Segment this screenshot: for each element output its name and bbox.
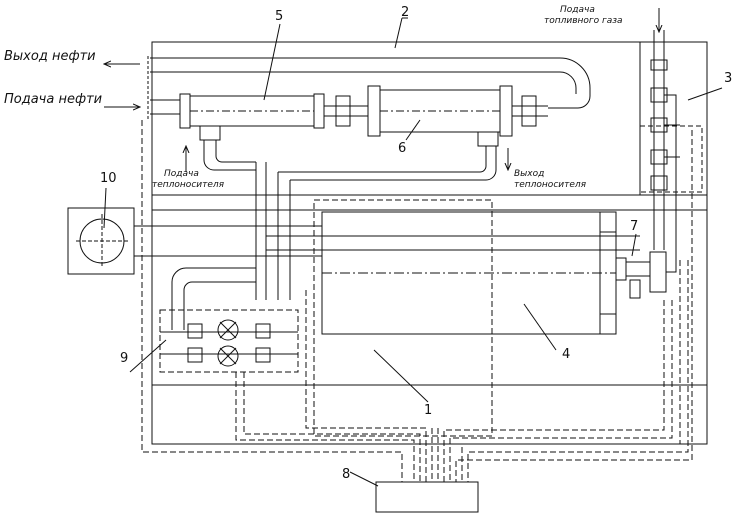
callout-8: 8 [342, 467, 350, 482]
heat-exchanger-5 [179, 93, 325, 141]
furnace-body-4 [321, 211, 617, 335]
label-coolant-in-2: теплоносителя [152, 180, 225, 190]
callout-3: 3 [724, 71, 732, 86]
label-oil-in: Подача нефти [4, 92, 102, 107]
heat-exchanger-6 [324, 85, 548, 147]
leader-8 [349, 471, 379, 487]
burner-7 [615, 250, 677, 299]
label-coolant-in-1: Подача [164, 169, 199, 179]
pump-group-9 [159, 267, 299, 373]
oil-outlet-pipe [150, 57, 591, 109]
control-cables [141, 120, 693, 482]
leader-4 [523, 303, 557, 351]
gas-line-3 [639, 30, 703, 250]
stack-10 [67, 207, 322, 275]
leader-5 [263, 23, 281, 101]
callout-1: 1 [424, 403, 432, 418]
coolant-piping [203, 140, 640, 300]
leader-10 [103, 187, 107, 229]
callout-7: 7 [630, 219, 638, 234]
leader-6 [405, 119, 421, 141]
leader-9 [129, 339, 167, 373]
base-frame [151, 194, 708, 386]
callout-10: 10 [100, 171, 117, 186]
label-coolant-out-1: Выход [514, 169, 544, 179]
callout-6: 6 [398, 141, 406, 156]
control-cabinet-8 [375, 481, 479, 513]
label-coolant-out-2: теплоносителя [514, 180, 587, 190]
leader-3 [687, 87, 723, 101]
callout-4: 4 [562, 347, 570, 362]
enclosure-outline [151, 41, 708, 445]
callout-9: 9 [120, 351, 128, 366]
label-fuel-gas-2: топливного газа [544, 16, 623, 26]
housing-1 [313, 199, 493, 437]
callout-2: 2 [401, 5, 409, 20]
callout-5: 5 [275, 9, 283, 24]
label-fuel-gas-1: Подача [560, 5, 595, 15]
leader-1 [373, 349, 429, 403]
leader-7 [631, 233, 637, 257]
oil-inlet-pipe [147, 56, 180, 120]
label-oil-out: Выход нефти [4, 49, 96, 64]
